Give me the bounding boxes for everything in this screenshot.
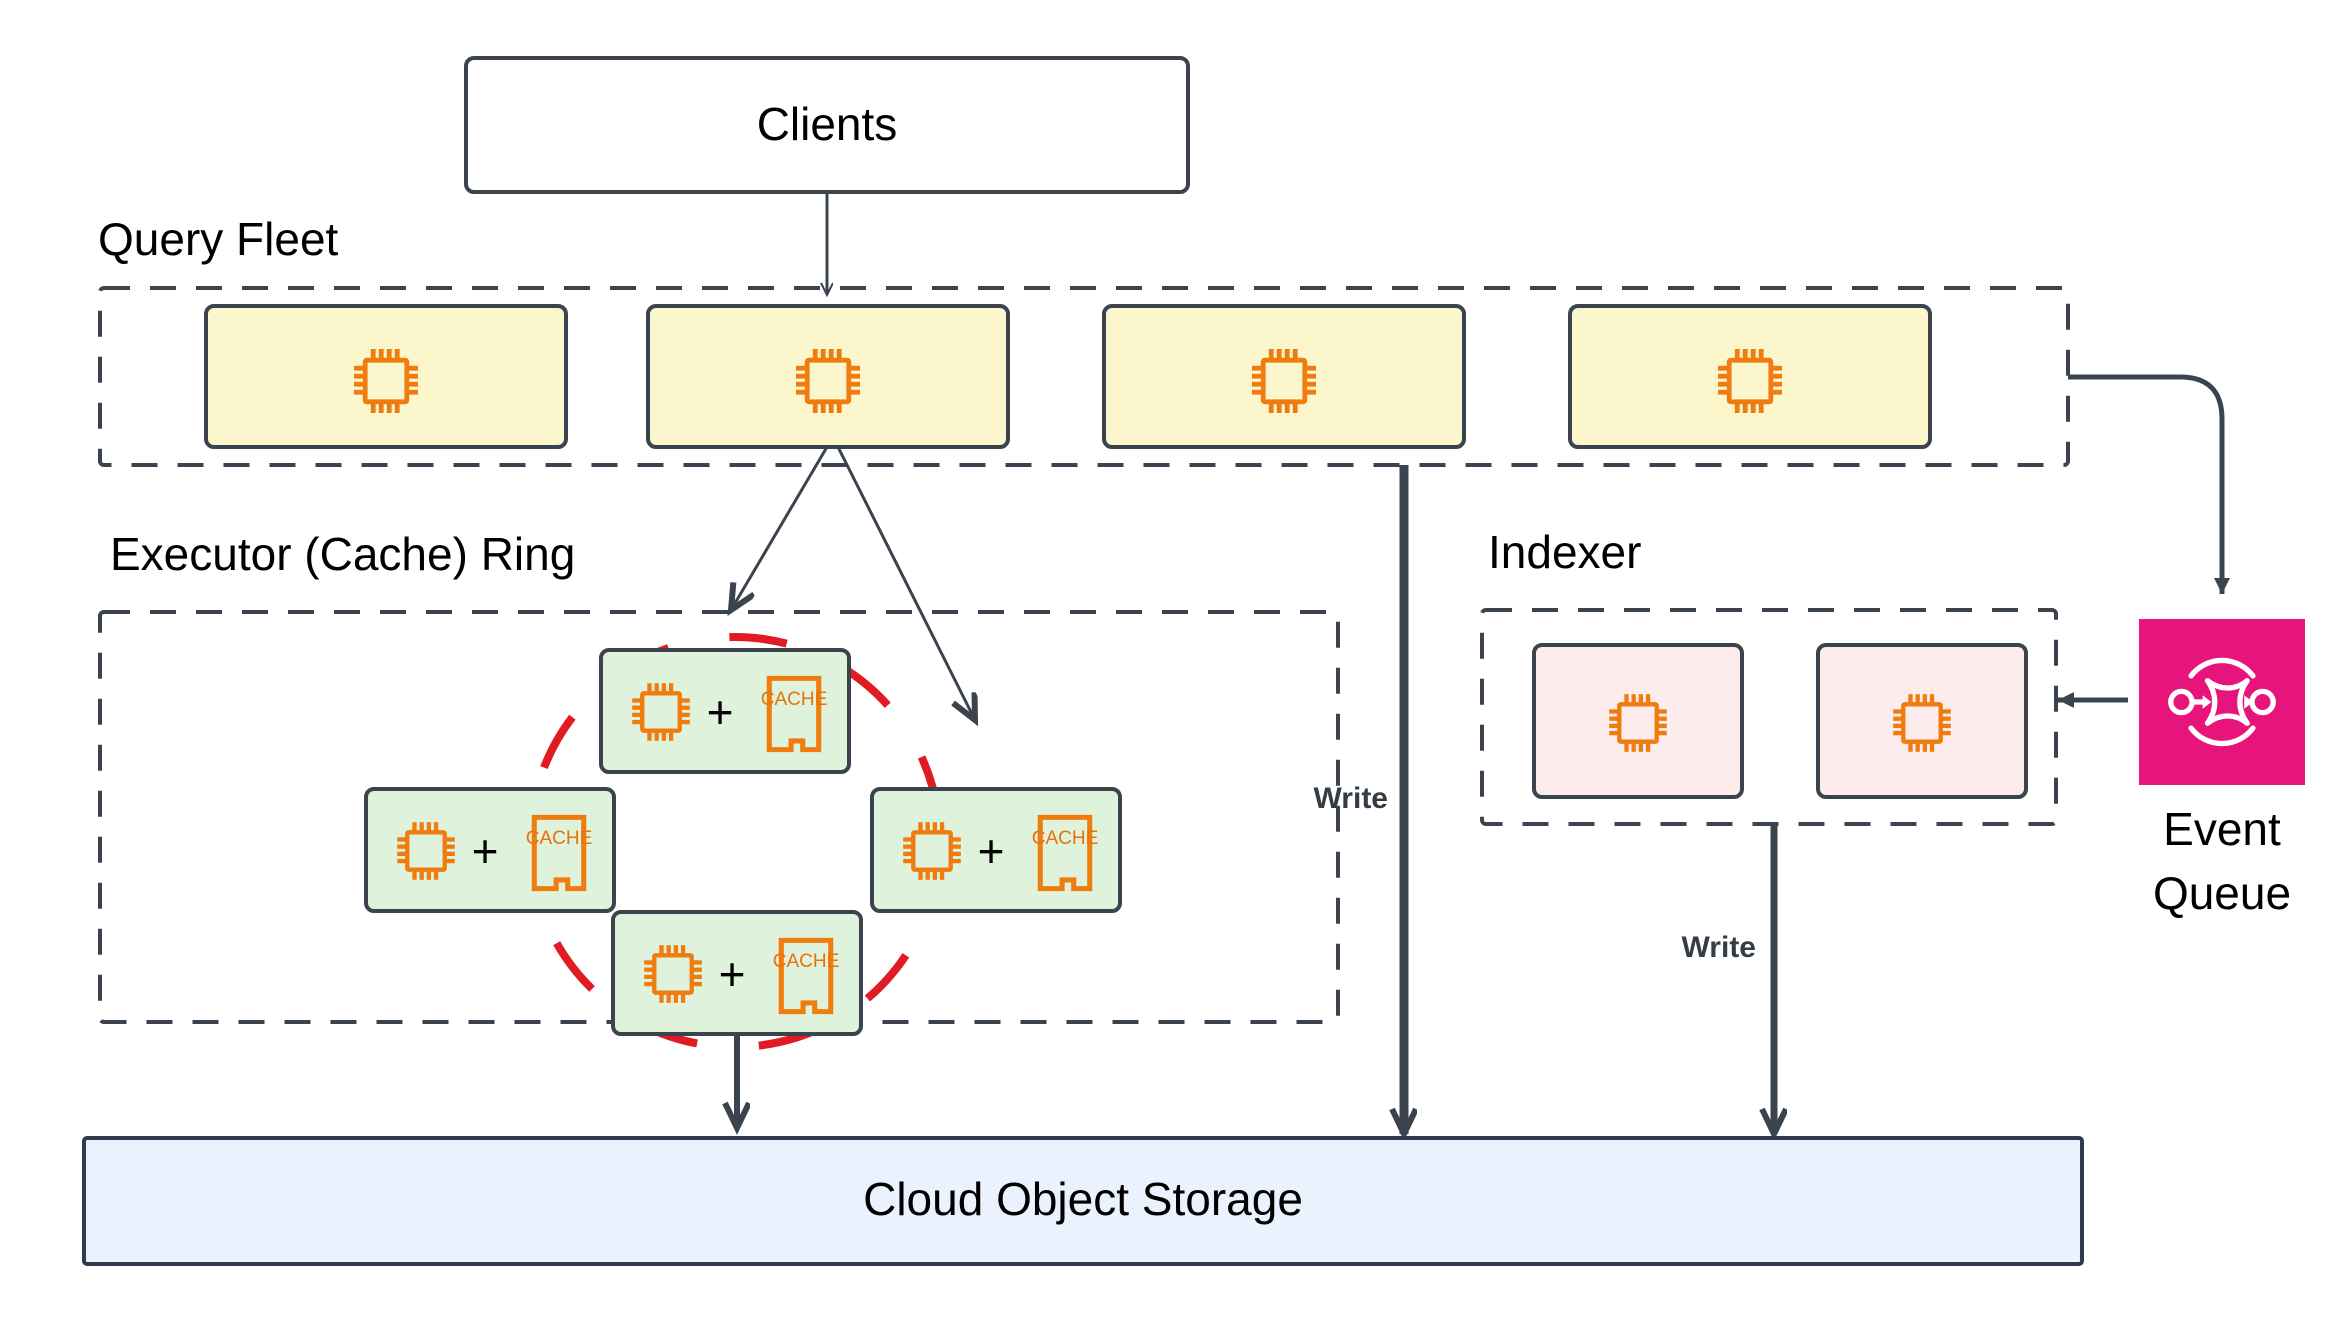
- storage-label: Cloud Object Storage: [863, 1173, 1303, 1225]
- storage-box[interactable]: [82, 1136, 2084, 1266]
- query-fleet-group-border: [98, 286, 2070, 467]
- event-queue-label-line2: Queue: [2153, 867, 2291, 919]
- executor-node-bottom[interactable]: + CACHE: [611, 910, 863, 1036]
- indexer-group-border: [1480, 608, 2058, 826]
- cache-icon-label: CACHE: [773, 951, 840, 972]
- query-node-box[interactable]: [204, 304, 568, 449]
- event-queue-node[interactable]: Event Queue: [2139, 619, 2305, 919]
- cache-icon-label: CACHE: [526, 828, 593, 849]
- cache-icon-label: CACHE: [1032, 828, 1099, 849]
- query-fleet-node-4[interactable]: [1568, 304, 1932, 449]
- executor-node-top[interactable]: + CACHE: [599, 648, 851, 774]
- plus-sign: +: [978, 825, 1005, 877]
- executor-ring-group-label: Executor (Cache) Ring: [110, 528, 575, 580]
- query-fleet-node-1[interactable]: [204, 304, 568, 449]
- indexer-group-label: Indexer: [1488, 526, 1641, 578]
- plus-sign: +: [472, 825, 499, 877]
- cache-icon-label: CACHE: [761, 689, 828, 710]
- executor-node-right[interactable]: + CACHE: [870, 787, 1122, 913]
- edge-query-fleet-to-executor-right: [836, 446, 975, 720]
- indexer-node-box[interactable]: [1532, 643, 1744, 799]
- edge-query-fleet-to-event-queue: [2068, 374, 2230, 594]
- query-node-box[interactable]: [646, 304, 1010, 449]
- plus-sign: +: [707, 686, 734, 738]
- query-node-box[interactable]: [1102, 304, 1466, 449]
- query-fleet-node-3[interactable]: [1102, 304, 1466, 449]
- write-label-indexer: Write: [1682, 931, 1756, 964]
- clients-node[interactable]: Clients: [464, 56, 1190, 194]
- indexer-node-1[interactable]: [1532, 643, 1744, 799]
- indexer-node-box[interactable]: [1816, 643, 2028, 799]
- query-fleet-group-label: Query Fleet: [98, 213, 339, 265]
- clients-label: Clients: [757, 98, 898, 150]
- query-node-box[interactable]: [1568, 304, 1932, 449]
- edge-query-fleet-to-executor-top: [731, 446, 829, 610]
- indexer-node-2[interactable]: [1816, 643, 2028, 799]
- executor-node-left[interactable]: + CACHE: [364, 787, 616, 913]
- event-queue-box[interactable]: [2139, 619, 2305, 785]
- event-queue-label-line1: Event: [2163, 803, 2281, 855]
- query-fleet-node-2[interactable]: [646, 304, 1010, 449]
- write-label-query-fleet: Write: [1314, 782, 1388, 815]
- plus-sign: +: [719, 948, 746, 1000]
- cloud-object-storage-node[interactable]: Cloud Object Storage: [82, 1136, 2084, 1266]
